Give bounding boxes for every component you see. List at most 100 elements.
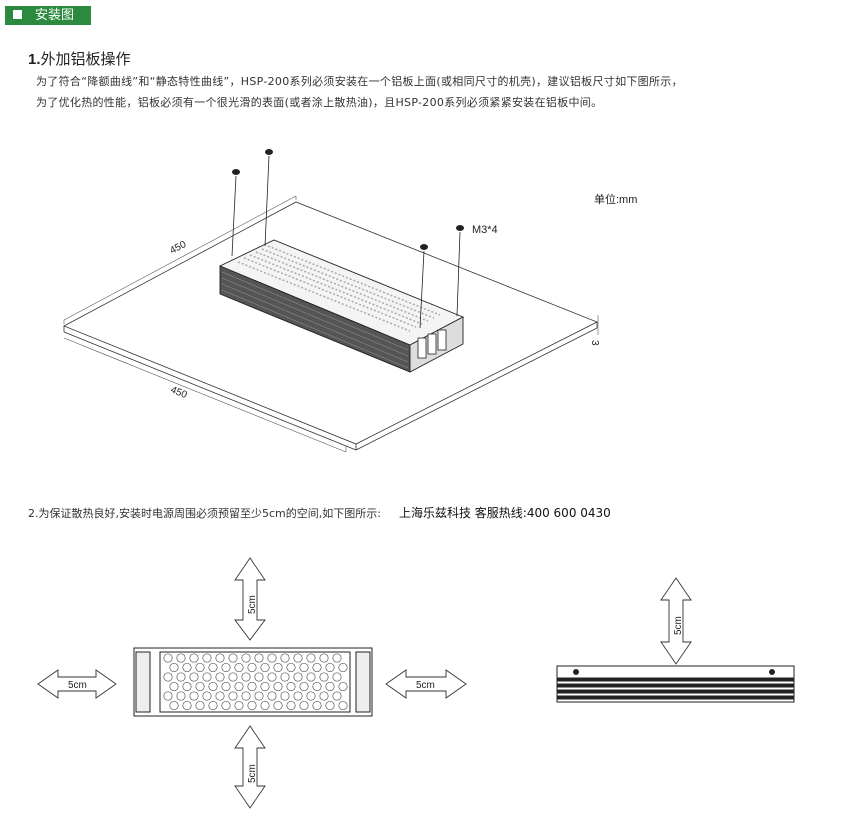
- vent-hole: [247, 681, 257, 692]
- vent-hole: [273, 662, 283, 673]
- clearance-top-label: 5cm: [247, 595, 258, 614]
- vent-hole: [221, 700, 231, 711]
- mounting-screws: [231, 155, 461, 329]
- vent-hole: [202, 691, 212, 701]
- vent-hole: [228, 672, 238, 682]
- clearance-bottom-label: 5cm: [247, 764, 258, 783]
- vent-hole: [273, 681, 283, 692]
- vent-hole: [319, 691, 329, 701]
- vent-hole: [169, 681, 179, 692]
- vent-hole: [189, 691, 199, 701]
- section1-line1: 为了符合“降额曲线”和“静态特性曲线”，HSP-200系列必须安装在一个铝板上面…: [36, 75, 683, 88]
- vent-hole: [221, 681, 231, 692]
- clearance-arrows-left-view: [37, 557, 467, 809]
- vent-hole: [202, 653, 212, 663]
- vent-hole: [338, 662, 348, 673]
- vent-hole: [312, 681, 322, 692]
- vent-hole: [280, 672, 290, 682]
- vent-hole: [312, 700, 322, 711]
- vent-hole: [215, 691, 225, 701]
- vent-hole: [273, 700, 283, 711]
- vent-hole: [176, 653, 186, 663]
- vent-hole: [280, 653, 290, 663]
- side-fins: [221, 271, 409, 369]
- vent-hole: [286, 662, 296, 673]
- psu-side-view: [556, 665, 795, 703]
- vent-hole: [299, 700, 309, 711]
- vent-hole: [208, 700, 218, 711]
- section2-text: 2.为保证散热良好,安装时电源周围必须预留至少5cm的空间,如下图所示: 上海乐兹…: [28, 504, 611, 521]
- vent-hole: [241, 653, 251, 663]
- terminal-block: [417, 329, 447, 359]
- vent-hole: [280, 691, 290, 701]
- vent-hole: [254, 653, 264, 663]
- vent-hole: [312, 662, 322, 673]
- vent-hole: [195, 681, 205, 692]
- vent-hole: [234, 700, 244, 711]
- dimension-thickness-label: 3: [589, 340, 600, 346]
- vent-hole: [286, 681, 296, 692]
- vent-hole: [293, 672, 303, 682]
- vent-hole: [176, 691, 186, 701]
- vent-hole: [221, 662, 231, 673]
- vent-hole: [299, 662, 309, 673]
- vent-hole: [319, 653, 329, 663]
- vent-hole: [260, 662, 270, 673]
- unit-label: 单位:mm: [594, 192, 637, 206]
- vent-hole: [293, 653, 303, 663]
- clearance-right-label: 5cm: [416, 680, 435, 691]
- vent-hole: [202, 672, 212, 682]
- dimension-top-label: 450: [168, 239, 188, 257]
- dimension-lines: [63, 195, 599, 453]
- section1-heading: 1.外加铝板操作: [28, 48, 131, 69]
- screw-label: M3*4: [472, 224, 498, 236]
- vent-hole: [254, 672, 264, 682]
- vent-hole: [325, 681, 335, 692]
- vent-hole: [267, 653, 277, 663]
- vent-hole: [189, 672, 199, 682]
- screw-heads: [232, 149, 464, 250]
- vent-hole: [260, 700, 270, 711]
- vent-hole: [182, 662, 192, 673]
- vent-hole: [195, 662, 205, 673]
- service-hotline: 上海乐兹科技 客服热线:400 600 0430: [398, 506, 611, 520]
- vent-hole: [306, 672, 316, 682]
- vent-hole: [163, 691, 173, 701]
- vent-hole: [169, 700, 179, 711]
- vent-hole: [338, 700, 348, 711]
- vent-hole: [299, 681, 309, 692]
- vent-hole: [306, 653, 316, 663]
- vent-hole: [247, 662, 257, 673]
- vent-hole: [293, 691, 303, 701]
- vent-hole: [325, 700, 335, 711]
- section2-instruction: 2.为保证散热良好,安装时电源周围必须预留至少5cm的空间,如下图所示:: [28, 507, 381, 520]
- power-supply-unit: [218, 239, 465, 373]
- section-header-title: 安装图: [35, 8, 75, 23]
- vent-hole: [228, 691, 238, 701]
- vent-hole: [319, 672, 329, 682]
- vent-hole: [228, 653, 238, 663]
- vent-hole: [332, 691, 342, 701]
- vent-hole: [267, 672, 277, 682]
- vent-hole: [234, 681, 244, 692]
- section1-line2: 为了优化热的性能，铝板必须有一个很光滑的表面(或者涂上散热油)，且HSP-200…: [36, 96, 603, 109]
- vent-hole: [182, 700, 192, 711]
- psu-top-view-vents: [163, 653, 348, 711]
- vent-hole: [241, 672, 251, 682]
- square-icon: [13, 10, 22, 19]
- vent-hole: [286, 700, 296, 711]
- vent-hole: [267, 691, 277, 701]
- section-header: 安装图: [5, 6, 91, 25]
- clearance-arrow-side-view: [660, 577, 692, 665]
- vent-hole: [241, 691, 251, 701]
- vent-hole: [176, 672, 186, 682]
- vent-hole: [260, 681, 270, 692]
- vent-hole: [338, 681, 348, 692]
- vent-hole: [208, 662, 218, 673]
- vent-hole: [332, 672, 342, 682]
- vent-pattern: [237, 245, 441, 332]
- vent-hole: [332, 653, 342, 663]
- vent-hole: [189, 653, 199, 663]
- vent-hole: [306, 691, 316, 701]
